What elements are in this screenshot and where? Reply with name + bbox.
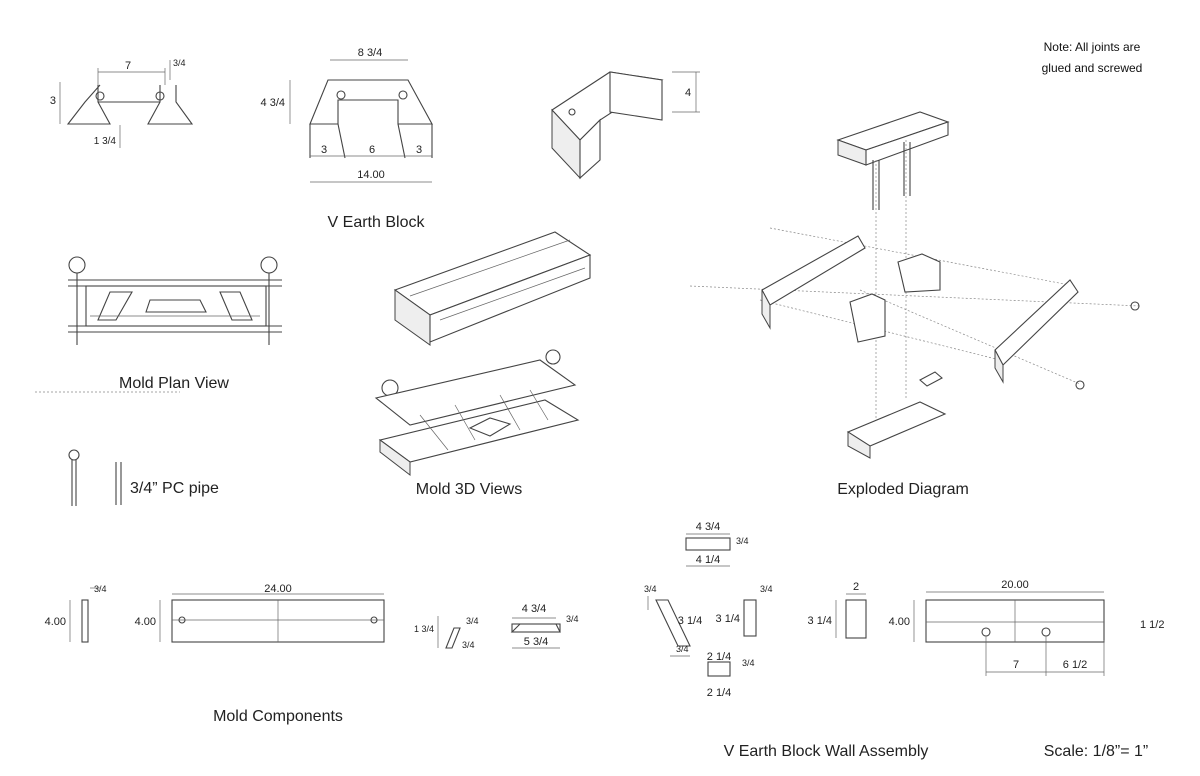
dim-block2-total: 14.00 <box>357 169 385 181</box>
mold-3d-view-assembled <box>374 349 580 477</box>
wall-small-piece <box>707 661 731 677</box>
wall-post <box>743 599 757 637</box>
dim-comp-thin-width: 3/4 <box>94 584 107 594</box>
caption-pc-pipe: 3/4” PC pipe <box>130 480 219 497</box>
dim-wall-block-height: 3 1/4 <box>808 615 832 627</box>
wall-wedge <box>647 596 691 657</box>
wall-block <box>835 593 867 639</box>
caption-v-earth-block: V Earth Block <box>328 214 426 231</box>
dim-wall-wedge-height: 3 1/4 <box>678 615 702 627</box>
mold-plan-view <box>35 256 282 393</box>
dim-block1-top: 7 <box>125 60 131 72</box>
pc-pipe-rod <box>68 449 122 506</box>
mold-component-thin-strip <box>69 587 100 643</box>
dim-wall-block-width: 2 <box>853 581 859 593</box>
dim-block2-a: 3 <box>321 144 327 156</box>
dim-comp-tab-bottom: 5 3/4 <box>524 636 548 648</box>
caption-exploded-diagram: Exploded Diagram <box>837 481 969 498</box>
dim-block2-b: 6 <box>369 144 375 156</box>
dim-comp-small-d: 3/4 <box>462 640 475 650</box>
dim-wall-wedge-depth: 3/4 <box>676 644 689 654</box>
dim-wall-small-top: 2 1/4 <box>707 651 731 663</box>
dim-block2-c: 3 <box>416 144 422 156</box>
note-line-2: glued and screwed <box>1042 61 1143 75</box>
dim-wall-small-bottom: 2 1/4 <box>707 687 731 699</box>
mold-component-long-board <box>159 593 385 643</box>
dim-wall-board-hole: 1 1/2 <box>1140 619 1164 631</box>
dim-comp-thin-height: 4.00 <box>45 616 66 628</box>
v-block-split-profile <box>59 60 194 148</box>
dim-block1-bottom: 1 3/4 <box>94 136 117 147</box>
dim-wall-top-piece: 4 3/4 <box>696 521 720 533</box>
mold-component-small-wedge <box>437 616 461 649</box>
dim-wall-post-height: 3 1/4 <box>716 613 740 625</box>
dim-comp-board-height: 4.00 <box>135 616 156 628</box>
dim-block1-right: 3/4 <box>173 58 186 68</box>
caption-wall-assembly: V Earth Block Wall Assembly <box>724 743 929 760</box>
caption-mold-3d-views: Mold 3D Views <box>416 481 522 498</box>
note-line-1: Note: All joints are <box>1044 40 1141 54</box>
dim-comp-tab-top: 4 3/4 <box>522 603 546 615</box>
exploded-diagram <box>689 111 1141 459</box>
dim-block1-side: 3 <box>50 95 56 107</box>
caption-scale: Scale: 1/8”= 1” <box>1044 743 1149 760</box>
dim-wall-wedge-side: 3/4 <box>644 584 657 594</box>
dim-wall-post-side: 3/4 <box>760 584 773 594</box>
dim-wall-board-a: 7 <box>1013 659 1019 671</box>
v-block-full-profile <box>289 59 433 183</box>
dim-block3d-height: 4 <box>685 87 691 99</box>
mold-component-tab <box>510 617 561 649</box>
dim-wall-board-length: 20.00 <box>1001 579 1029 591</box>
dim-wall-top-piece-bottom: 4 1/4 <box>696 554 720 566</box>
dim-block2-top: 8 3/4 <box>358 47 382 59</box>
dim-comp-board-length: 24.00 <box>264 583 292 595</box>
dim-wall-board-b: 6 1/2 <box>1063 659 1087 671</box>
v-block-3d-view <box>551 71 700 180</box>
dim-block2-side: 4 3/4 <box>261 97 285 109</box>
mold-3d-view-rail <box>393 231 592 346</box>
wall-top-piece <box>685 533 731 567</box>
dim-comp-small-w: 3/4 <box>466 616 479 626</box>
dim-comp-tab-side: 3/4 <box>566 614 579 624</box>
dim-comp-small-h: 1 3/4 <box>414 624 434 634</box>
wall-board <box>913 591 1105 676</box>
dim-wall-top-piece-side: 3/4 <box>736 536 749 546</box>
caption-mold-plan-view: Mold Plan View <box>119 375 229 392</box>
dim-wall-board-height: 4.00 <box>889 616 910 628</box>
dim-wall-small-side: 3/4 <box>742 658 755 668</box>
caption-mold-components: Mold Components <box>213 708 343 725</box>
